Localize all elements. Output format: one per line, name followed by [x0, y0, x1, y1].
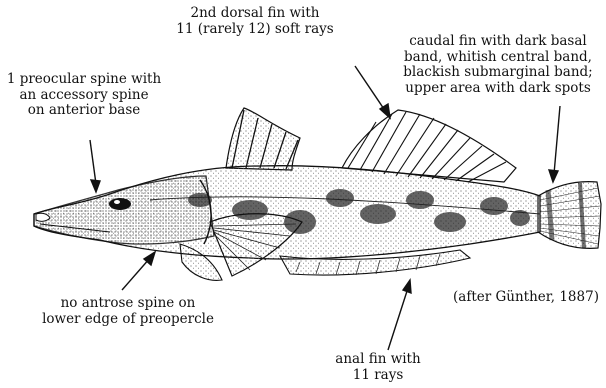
illustration-credit: (after Günther, 1887) — [447, 290, 605, 306]
label-line: band, whitish central band, — [392, 50, 604, 66]
label-caudal-fin: caudal fin with dark basal band, whitish… — [392, 34, 604, 96]
arrow-anal-fin — [388, 280, 411, 350]
label-line: anal fin with — [318, 352, 438, 368]
label-line: caudal fin with dark basal — [392, 34, 604, 50]
arrow-dorsal-fin — [355, 66, 390, 118]
label-antrose-spine: no antrose spine on lower edge of preope… — [28, 296, 228, 327]
label-second-dorsal-fin: 2nd dorsal fin with 11 (rarely 12) soft … — [150, 6, 360, 37]
label-line: 11 rays — [318, 368, 438, 384]
label-line: blackish submarginal band; — [392, 65, 604, 81]
label-line: 11 (rarely 12) soft rays — [150, 22, 360, 38]
label-line: no antrose spine on — [28, 296, 228, 312]
label-preocular-spine: 1 preocular spine with an accessory spin… — [0, 72, 168, 119]
fish-head — [34, 176, 214, 244]
label-anal-fin: anal fin with 11 rays — [318, 352, 438, 383]
arrow-antrose — [122, 252, 155, 290]
arrow-caudal-fin — [549, 106, 560, 182]
label-line: 1 preocular spine with — [0, 72, 168, 88]
label-line: an accessory spine — [0, 88, 168, 104]
first-dorsal-fin — [226, 108, 300, 170]
label-line: 2nd dorsal fin with — [150, 6, 360, 22]
caudal-fin — [538, 182, 601, 249]
eye — [109, 198, 131, 210]
credit-text: (after Günther, 1887) — [447, 290, 605, 306]
arrow-preocular — [90, 140, 100, 192]
label-line: on anterior base — [0, 103, 168, 119]
label-line: lower edge of preopercle — [28, 312, 228, 328]
label-line: upper area with dark spots — [392, 81, 604, 97]
